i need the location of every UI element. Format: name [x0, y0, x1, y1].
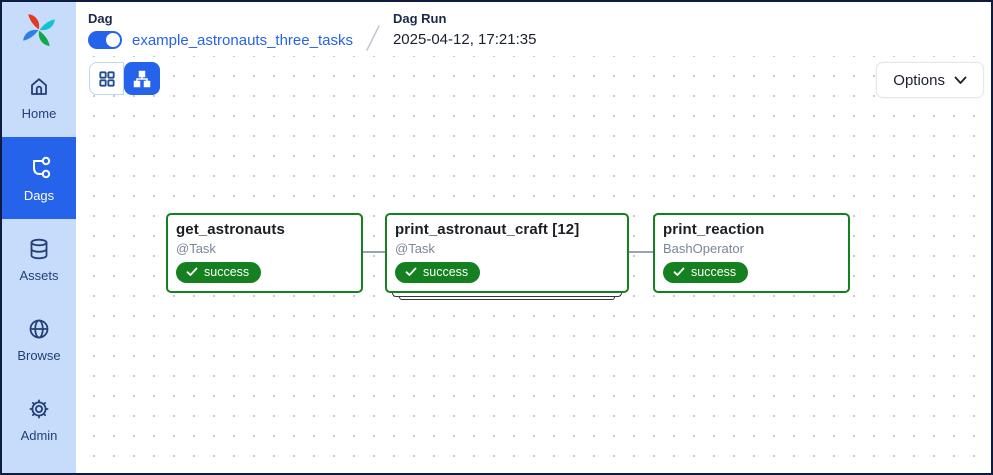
task-title: print_astronaut_craft [12]	[395, 221, 580, 238]
admin-icon	[29, 399, 49, 419]
sidebar-item-label: Browse	[17, 348, 61, 363]
main-area: Dag example_astronauts_three_tasks Dag R…	[76, 2, 991, 473]
browse-icon	[29, 319, 49, 339]
breadcrumb-slash	[366, 24, 380, 51]
task-operator: @Task	[176, 241, 216, 256]
options-button[interactable]: Options	[876, 62, 984, 98]
status-text: success	[423, 265, 469, 279]
task-title: print_reaction	[663, 221, 765, 238]
task-operator: BashOperator	[663, 241, 744, 256]
grid-view-icon	[98, 70, 115, 87]
sidebar-item-label: Admin	[20, 428, 58, 443]
dag-graph-canvas: Options get_astronauts @Task succe	[76, 56, 991, 473]
sidebar-item-home[interactable]: Home	[2, 57, 76, 137]
mapped-task-stack-layer	[399, 297, 615, 300]
dag-run-label: Dag Run	[392, 11, 447, 26]
dag-run-timestamp: 2025-04-12, 17:21:35	[392, 31, 537, 48]
airflow-logo[interactable]	[2, 2, 76, 57]
dag-run-group: Dag Run 2025-04-12, 17:21:35	[393, 11, 536, 48]
dag-name-link[interactable]: example_astronauts_three_tasks	[132, 31, 353, 49]
grid-view-button[interactable]	[89, 62, 124, 95]
dag-label: Dag	[88, 11, 113, 26]
view-switcher	[89, 62, 160, 95]
sidebar: Home Dags Assets	[2, 2, 76, 473]
sidebar-item-label: Assets	[19, 268, 59, 283]
airflow-pinwheel-icon	[23, 14, 55, 46]
sidebar-item-label: Dags	[23, 188, 55, 203]
status-badge: success	[176, 262, 262, 283]
sidebar-item-label: Home	[21, 106, 57, 121]
edge-get_astronauts-print_astronaut_craft	[363, 251, 386, 253]
task-title: get_astronauts	[176, 221, 285, 238]
status-text: success	[691, 265, 737, 279]
check-icon	[405, 267, 417, 276]
graph-view-button[interactable]	[124, 62, 160, 95]
status-badge: success	[663, 262, 749, 283]
sidebar-item-dags[interactable]: Dags	[2, 137, 76, 219]
sidebar-item-browse[interactable]: Browse	[2, 299, 76, 379]
graph-view-icon	[133, 70, 151, 87]
sidebar-item-assets[interactable]: Assets	[2, 219, 76, 299]
sidebar-item-admin[interactable]: Admin	[2, 379, 76, 459]
status-text: success	[204, 265, 250, 279]
breadcrumb-header: Dag example_astronauts_three_tasks Dag R…	[76, 2, 991, 56]
dag-group: Dag example_astronauts_three_tasks	[88, 11, 353, 49]
check-icon	[186, 267, 198, 276]
status-badge: success	[395, 262, 481, 283]
edge-print_astronaut_craft-print_reaction	[629, 251, 653, 253]
home-icon	[31, 78, 47, 95]
assets-icon	[30, 238, 48, 260]
chevron-down-icon	[954, 76, 967, 84]
options-label: Options	[893, 71, 945, 89]
task-node-print_astronaut_craft[interactable]: print_astronaut_craft [12] @Task success	[385, 213, 629, 300]
dag-pause-toggle[interactable]	[88, 31, 122, 49]
task-operator: @Task	[395, 241, 435, 256]
check-icon	[673, 267, 685, 276]
toggle-knob	[106, 33, 120, 47]
task-node-get_astronauts[interactable]: get_astronauts @Task success	[166, 213, 363, 293]
dags-icon	[33, 156, 51, 179]
task-node-print_reaction[interactable]: print_reaction BashOperator success	[653, 213, 850, 293]
